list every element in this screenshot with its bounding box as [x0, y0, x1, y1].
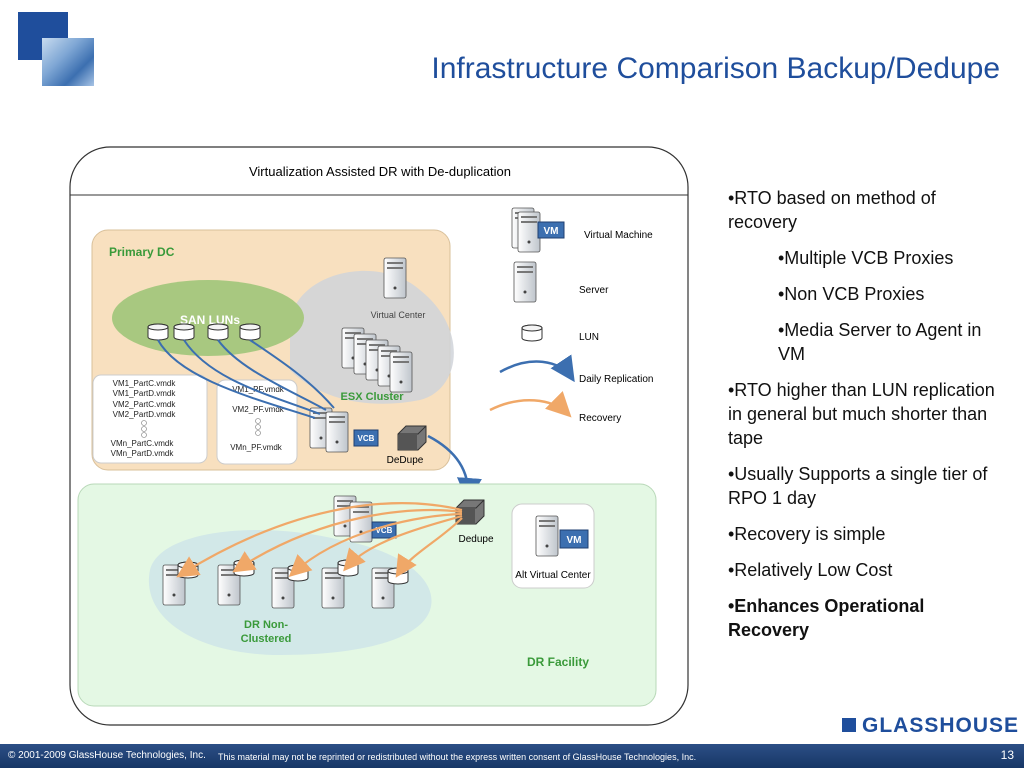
footer-notice: This material may not be reprinted or re…	[218, 752, 697, 762]
vcb-badge-primary	[353, 429, 379, 447]
brand-logo: GLASSHOUSE	[862, 714, 1020, 737]
dedupe-primary-label: DeDupe	[387, 455, 424, 466]
virtual-center-server	[383, 257, 407, 299]
svg-text:VM1_PF.vmdk: VM1_PF.vmdk	[232, 385, 285, 394]
bullet-3: •Non VCB Proxies	[778, 284, 925, 304]
bullet-6: •Usually Supports a single tier of RPO 1…	[728, 464, 988, 508]
legend-daily-replication: Daily Replication	[579, 374, 653, 385]
diagram-header: Virtualization Assisted DR with De-dupli…	[249, 164, 511, 179]
legend-server: Server	[579, 285, 609, 296]
dr-facility-label: DR Facility	[527, 655, 589, 669]
footer-bar: © 2001-2009 GlassHouse Technologies, Inc…	[0, 744, 1024, 768]
svg-text:VM: VM	[544, 226, 559, 237]
slide-title: Infrastructure Comparison Backup/Dedupe	[431, 52, 1000, 85]
bullet-8: •Relatively Low Cost	[728, 560, 893, 580]
legend-recovery: Recovery	[579, 413, 621, 424]
svg-text:VM1_PartC.vmdk: VM1_PartC.vmdk	[113, 379, 177, 388]
legend-lun: LUN	[579, 332, 599, 343]
vmdk-box-2	[216, 379, 298, 465]
svg-text:VM2_PartC.vmdk: VM2_PartC.vmdk	[113, 400, 177, 409]
logo-square-light	[42, 38, 94, 86]
svg-text:Clustered: Clustered	[241, 633, 292, 645]
bullet-7: •Recovery is simple	[728, 524, 886, 544]
svg-text:VCB: VCB	[358, 434, 375, 443]
virtual-center-label: Virtual Center	[371, 310, 426, 320]
alt-virtual-center-label: Alt Virtual Center	[515, 570, 591, 581]
svg-text:VMn_PartC.vmdk: VMn_PartC.vmdk	[111, 439, 175, 448]
svg-text:VM2_PartD.vmdk: VM2_PartD.vmdk	[113, 410, 177, 419]
svg-text:VMn_PartD.vmdk: VMn_PartD.vmdk	[111, 449, 175, 458]
legend-virtual-machine: Virtual Machine	[584, 230, 653, 241]
brand-logo-icon	[842, 718, 856, 732]
footer-copyright: © 2001-2009 GlassHouse Technologies, Inc…	[8, 750, 206, 761]
svg-text:VMn_PF.vmdk: VMn_PF.vmdk	[230, 443, 283, 452]
primary-dc-label: Primary DC	[109, 245, 175, 259]
page-number: 13	[1000, 748, 1014, 762]
esx-cluster-label: ESX Cluster	[341, 391, 405, 403]
svg-text:VM1_PartD.vmdk: VM1_PartD.vmdk	[113, 389, 177, 398]
svg-text:VCB: VCB	[376, 526, 393, 535]
bullet-2: •Multiple VCB Proxies	[778, 248, 954, 268]
dr-diagram: Virtualization Assisted DR with De-dupli…	[69, 146, 689, 726]
svg-text:DR Non-: DR Non-	[244, 619, 288, 631]
vmdk-box-1	[92, 374, 208, 464]
bullet-4: •Media Server to Agent in VM	[778, 320, 982, 364]
bullet-9: •Enhances Operational Recovery	[728, 596, 925, 640]
san-luns-label: SAN LUNs	[180, 313, 240, 327]
svg-text:VM2_PF.vmdk: VM2_PF.vmdk	[232, 405, 285, 414]
bullet-list: •RTO based on method of recovery •Multip…	[728, 186, 1008, 654]
svg-text:VM: VM	[567, 535, 582, 546]
dedupe-dr-label: Dedupe	[458, 534, 493, 545]
bullet-5: •RTO higher than LUN replication in gene…	[728, 380, 995, 448]
bullet-1: •RTO based on method of recovery	[728, 188, 936, 232]
